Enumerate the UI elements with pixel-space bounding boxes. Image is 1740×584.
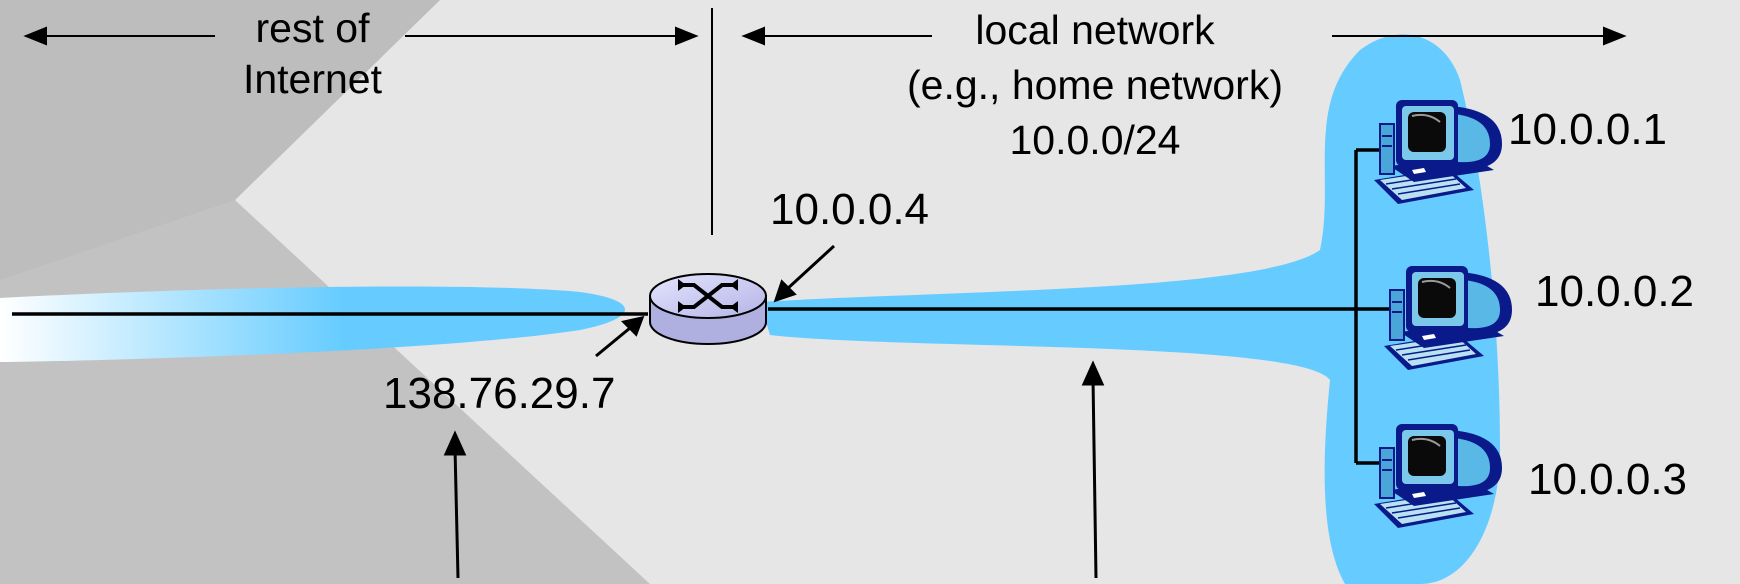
router-lan-address: 10.0.0.4 [770,185,930,234]
internet-link-region [0,286,625,362]
host-address-3: 10.0.0.3 [1528,455,1688,504]
local-network-label: local network (e.g., home network) 10.0.… [855,10,1335,161]
local-network-line2: (e.g., home network) [907,62,1283,108]
router-wan-address: 138.76.29.7 [383,369,616,418]
rest-of-internet-line2: Internet [242,56,383,102]
rest-of-internet-label: rest of Internet [220,8,405,100]
router-icon [649,273,767,345]
local-network-subnet: 10.0.0/24 [1009,117,1181,163]
host-address-2: 10.0.0.2 [1535,267,1695,316]
local-network-line1: local network [975,7,1215,53]
host-address-1: 10.0.0.1 [1508,105,1668,154]
rest-of-internet-line1: rest of [255,5,370,51]
